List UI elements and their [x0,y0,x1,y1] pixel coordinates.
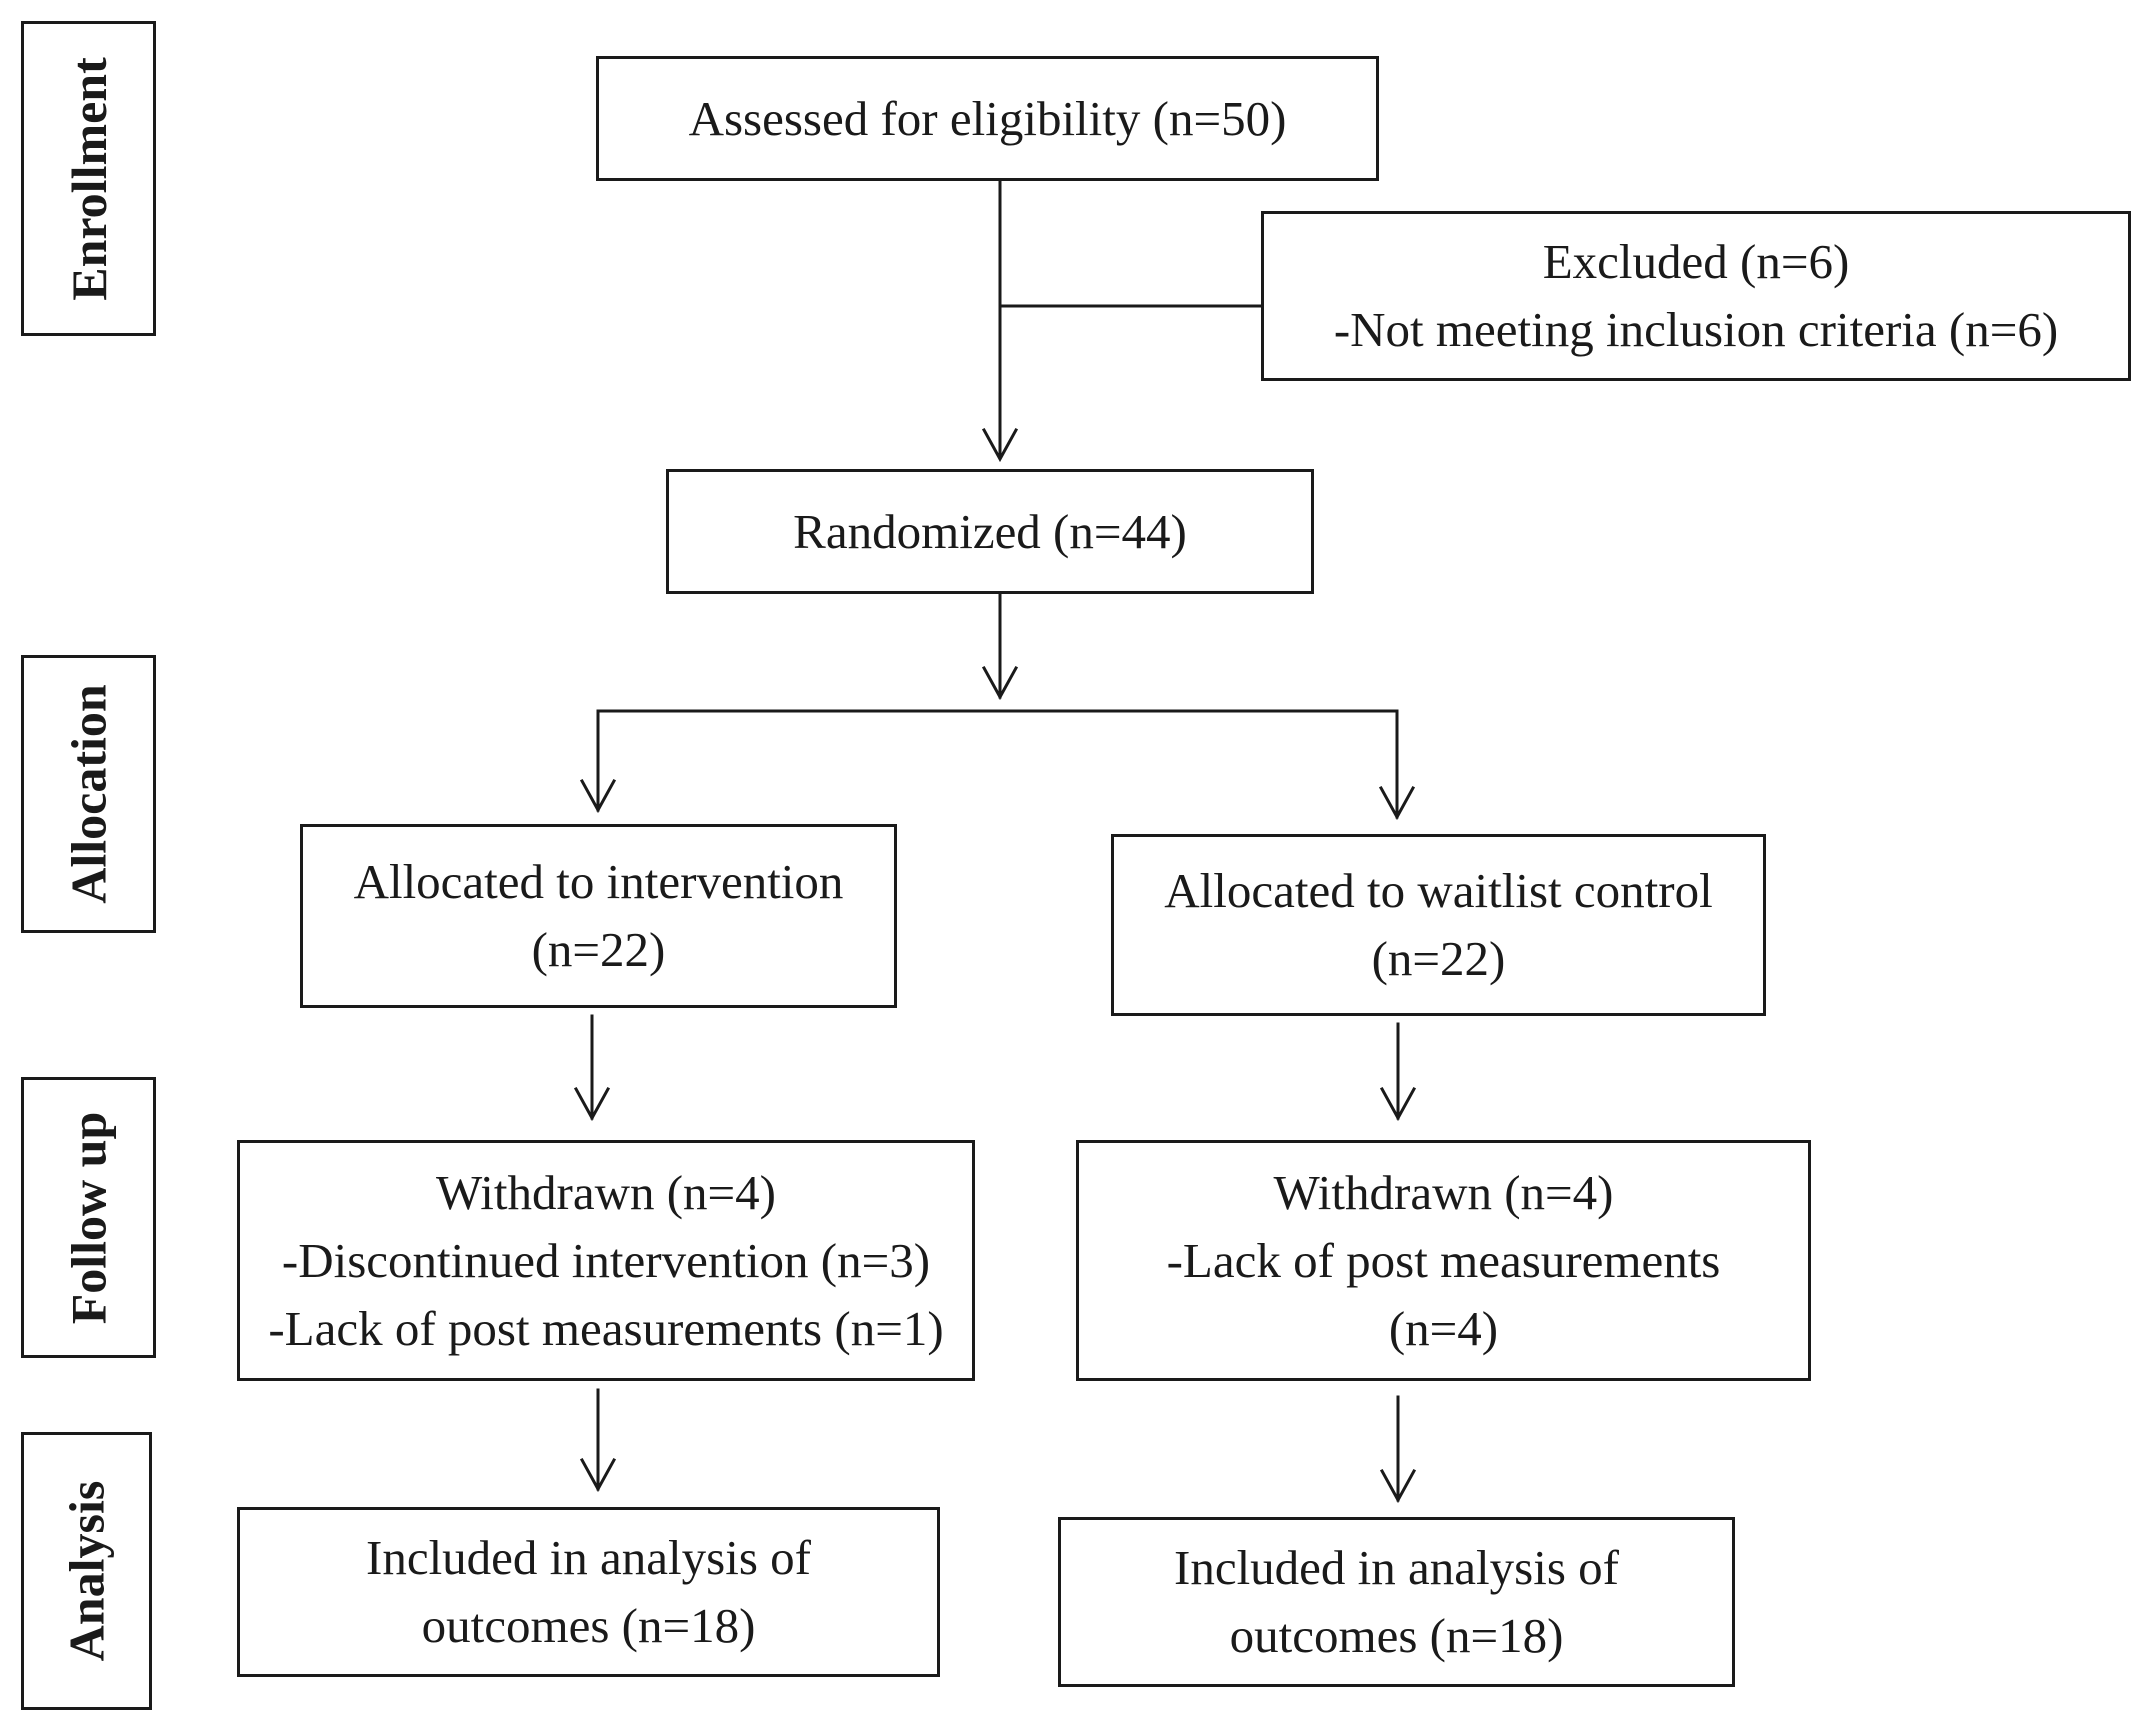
node-analysis-intervention: Included in analysis of outcomes (n=18) [237,1507,940,1677]
node-alloc-waitlist: Allocated to waitlist control (n=22) [1111,834,1766,1016]
node-withdrawn-waitlist-line-1: Withdrawn (n=4) [1273,1164,1614,1220]
arrowhead-alloc-intervention [579,778,617,814]
node-randomized: Randomized (n=44) [666,469,1314,594]
node-analysis-waitlist-line-1: Included in analysis of [1174,1540,1619,1595]
node-withdrawn-waitlist-line-2: -Lack of post measurements [1166,1232,1721,1288]
node-analysis-waitlist: Included in analysis of outcomes (n=18) [1058,1517,1735,1687]
node-excluded-line-1: Excluded (n=6) [1542,234,1850,289]
node-alloc-intervention-line-2: (n=22) [531,922,666,977]
stage-follow-up: Follow up [21,1077,156,1358]
arrowhead-withdrawn-intervention [573,1086,611,1122]
node-withdrawn-intervention: Withdrawn (n=4) -Discontinued interventi… [237,1140,975,1381]
arrowhead-analysis-waitlist [1379,1468,1417,1504]
node-alloc-intervention-line-1: Allocated to intervention [353,854,844,909]
node-withdrawn-intervention-line-2: -Discontinued intervention (n=3) [281,1232,931,1288]
node-withdrawn-intervention-line-3: -Lack of post measurements (n=1) [268,1300,944,1356]
stage-allocation: Allocation [21,655,156,933]
node-withdrawn-waitlist-line-3: (n=4) [1388,1300,1499,1356]
node-analysis-waitlist-line-2: outcomes (n=18) [1229,1608,1564,1663]
node-alloc-waitlist-line-2: (n=22) [1371,931,1506,986]
node-analysis-intervention-line-1: Included in analysis of [366,1530,811,1585]
stage-analysis: Analysis [21,1432,152,1710]
node-assessed-line-1: Assessed for eligibility (n=50) [688,90,1287,146]
node-excluded: Excluded (n=6) -Not meeting inclusion cr… [1261,211,2131,381]
arrowhead-analysis-intervention [579,1457,617,1493]
arrowhead-withdrawn-waitlist [1379,1086,1417,1122]
node-withdrawn-waitlist: Withdrawn (n=4) -Lack of post measuremen… [1076,1140,1811,1381]
arrowhead-randomized [981,427,1019,463]
node-alloc-intervention: Allocated to intervention (n=22) [300,824,897,1008]
node-excluded-line-2: -Not meeting inclusion criteria (n=6) [1333,302,2059,357]
arrowhead-alloc-waitlist [1378,785,1416,821]
node-alloc-waitlist-line-1: Allocated to waitlist control [1164,863,1713,918]
node-analysis-intervention-line-2: outcomes (n=18) [421,1598,756,1653]
node-assessed: Assessed for eligibility (n=50) [596,56,1379,181]
arrowhead-split [981,665,1019,701]
node-randomized-line-1: Randomized (n=44) [793,503,1187,559]
node-withdrawn-intervention-line-1: Withdrawn (n=4) [436,1164,776,1220]
stage-enrollment: Enrollment [21,21,156,336]
